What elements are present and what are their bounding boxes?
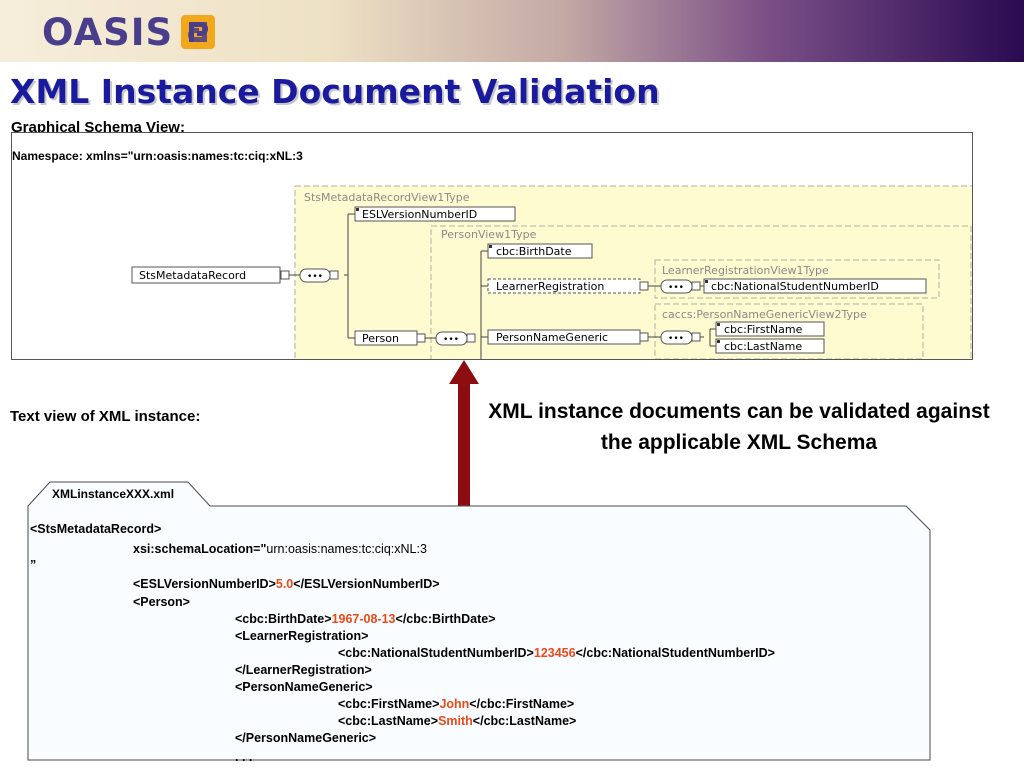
xml-quote-close: ” xyxy=(30,558,37,572)
svg-text:•••: ••• xyxy=(668,283,684,293)
xml-learner-open: <LearnerRegistration> xyxy=(235,629,369,643)
svg-text:•••: ••• xyxy=(668,334,684,344)
xml-ellipsis: . . . xyxy=(235,750,253,764)
svg-text:•••: ••• xyxy=(443,335,459,345)
schema-view-heading: Graphical Schema View: xyxy=(11,119,185,136)
birthdate-element-label: cbc:BirthDate xyxy=(496,245,572,258)
text-view-heading: Text view of XML instance: xyxy=(10,408,201,425)
pn-element-label: PersonNameGeneric xyxy=(496,331,608,344)
schema-diagram: StsMetadataRecordView1Type PersonView1Ty… xyxy=(131,185,972,359)
xml-nsn-line: <cbc:NationalStudentNumberID>123456</cbc… xyxy=(338,646,775,660)
esl-element-box xyxy=(354,206,516,222)
xml-schema-location: xsi:schemaLocation="urn:oasis:names:tc:c… xyxy=(133,542,427,556)
lastname-element-label: cbc:LastName xyxy=(724,340,802,353)
logo-text: OASIS xyxy=(42,10,174,54)
person-element-label: Person xyxy=(362,332,399,345)
validation-arrow-icon xyxy=(449,360,479,506)
xml-birthdate-line: <cbc:BirthDate>1967-08-13</cbc:BirthDate… xyxy=(235,612,496,626)
xml-esl-line: <ESLVersionNumberID>5.0</ESLVersionNumbe… xyxy=(133,577,440,591)
nsn-element-box xyxy=(703,278,927,294)
page-title: XML Instance Document Validation xyxy=(10,72,660,111)
namespace-label: Namespace: xmlns="urn:oasis:names:tc:ciq… xyxy=(12,149,303,163)
esl-element-label: ESLVersionNumberID xyxy=(362,208,477,221)
learner-type-label: LearnerRegistrationView1Type xyxy=(662,264,829,277)
birthdate-element-box xyxy=(487,243,593,259)
xml-learner-close: </LearnerRegistration> xyxy=(235,663,372,677)
lastname-element-box xyxy=(715,338,825,354)
xml-file-tab[interactable]: XMLinstanceXXX.xml xyxy=(52,487,175,501)
firstname-element-box xyxy=(715,321,825,337)
nsn-element-label: cbc:NationalStudentNumberID xyxy=(711,280,879,293)
xml-file-panel xyxy=(27,481,931,761)
name-type-label: caccs:PersonNameGenericView2Type xyxy=(662,308,867,321)
xml-lastname-line: <cbc:LastName>Smith</cbc:LastName> xyxy=(338,714,577,728)
person-type-label: PersonView1Type xyxy=(441,228,537,241)
oasis-logo-icon xyxy=(181,15,216,49)
learner-element-box xyxy=(487,278,641,294)
xml-pn-close: </PersonNameGeneric> xyxy=(235,731,377,745)
oasis-logo: OASIS xyxy=(42,10,216,54)
learner-element-label: LearnerRegistration xyxy=(496,280,604,293)
root-element-label: StsMetadataRecord xyxy=(139,269,246,282)
header-band xyxy=(0,0,1024,62)
firstname-element-label: cbc:FirstName xyxy=(724,323,803,336)
schema-diagram-panel: Namespace: xmlns="urn:oasis:names:tc:ciq… xyxy=(11,132,973,360)
svg-text:•••: ••• xyxy=(307,272,323,282)
xml-pn-open: <PersonNameGeneric> xyxy=(235,680,373,694)
root-element-box xyxy=(131,266,281,284)
xml-person-open: <Person> xyxy=(133,595,190,609)
validation-message: XML instance documents can be validated … xyxy=(488,400,990,454)
xml-firstname-line: <cbc:FirstName>John</cbc:FirstName> xyxy=(338,697,575,711)
xml-open-root: <StsMetadataRecord> xyxy=(30,522,162,536)
root-type-label: StsMetadataRecordView1Type xyxy=(304,191,470,204)
